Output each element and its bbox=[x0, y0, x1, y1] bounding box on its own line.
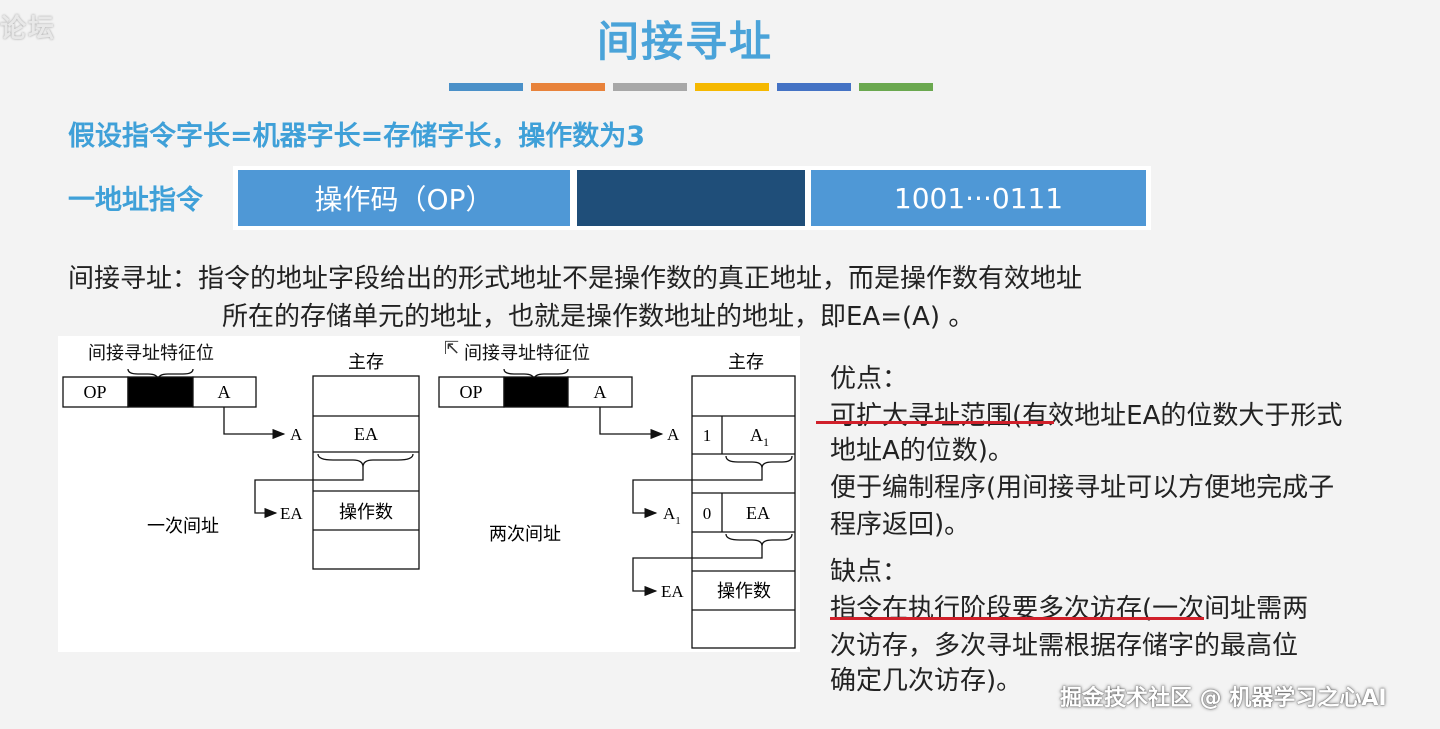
address-field: 1001···0111 bbox=[811, 170, 1146, 226]
indirect-bit-field bbox=[577, 170, 805, 226]
assumption-text: 假设指令字长=机器字长=存储字长，操作数为3 bbox=[68, 121, 646, 152]
arrow-a-to-memory bbox=[599, 407, 664, 440]
disadvantages-heading: 缺点： bbox=[830, 557, 909, 587]
op-box bbox=[62, 376, 129, 408]
a-label: A bbox=[594, 382, 607, 402]
memory-block bbox=[312, 375, 420, 570]
arrow-ea-to-operand bbox=[632, 546, 763, 597]
op-box bbox=[438, 376, 505, 408]
color-bar-4 bbox=[695, 83, 769, 91]
definition-line-1: 间接寻址：指令的地址字段给出的形式地址不是操作数的真正地址，而是操作数有效地址 bbox=[68, 264, 1083, 294]
cell-a1-sub: 1 bbox=[763, 435, 769, 449]
disadvantages-line-3: 确定几次访存)。 bbox=[830, 666, 1023, 696]
feature-bit-label: 间接寻址特征位 bbox=[88, 343, 214, 363]
cell-operand: 操作数 bbox=[339, 502, 393, 522]
arrow-a1-sub: 1 bbox=[675, 515, 681, 527]
arrow-a-to-memory bbox=[223, 407, 286, 440]
caption-single: 一次间址 bbox=[147, 516, 219, 536]
corner-watermark-text: 论坛 bbox=[0, 14, 57, 44]
page-title: 间接寻址 bbox=[596, 17, 773, 66]
arrow-ea-label: EA bbox=[280, 504, 303, 523]
memory-label: 主存 bbox=[348, 352, 384, 372]
bit-one: 1 bbox=[703, 426, 712, 445]
definition-line-2: 所在的存储单元的地址，也就是操作数地址的地址，即EA=(A) 。 bbox=[222, 302, 975, 332]
color-bar-5 bbox=[777, 83, 851, 91]
arrow-a1-label: A1 bbox=[663, 504, 681, 527]
advantages-underline bbox=[816, 421, 1054, 424]
advantages-line-1-rest: (有效地址EA的位数大于形式 bbox=[1012, 401, 1343, 431]
site-watermark: 掘金技术社区 @ 机器学习之心AI bbox=[1060, 686, 1387, 711]
color-bar-3 bbox=[613, 83, 687, 91]
instruction-format: 操作码（OP） 1001···0111 bbox=[233, 166, 1151, 230]
color-bar-6 bbox=[859, 83, 933, 91]
a-label: A bbox=[218, 382, 231, 402]
advantages-heading: 优点： bbox=[830, 364, 909, 394]
advantages-line-1: 可扩大寻址范围(有效地址EA的位数大于形式 bbox=[830, 395, 1342, 432]
caption-double: 两次间址 bbox=[489, 524, 561, 544]
advantages-line-2: 地址A的位数)。 bbox=[830, 436, 1014, 466]
indirect-bit-box bbox=[503, 376, 569, 408]
advantages-emphasis: 可扩大寻址范围 bbox=[830, 401, 1013, 431]
cursor-icon: ⇱ bbox=[444, 338, 459, 358]
feature-bit-label: 间接寻址特征位 bbox=[464, 343, 590, 363]
indirect-bit-box bbox=[127, 376, 194, 408]
arrow-a1-letter: A bbox=[663, 504, 676, 523]
arrow-ea-label: EA bbox=[661, 582, 684, 601]
cell-ea: EA bbox=[354, 424, 378, 444]
arrow-a-label: A bbox=[290, 425, 303, 444]
op-label: OP bbox=[459, 382, 482, 402]
memory-block bbox=[691, 375, 796, 649]
arrow-a-label: A bbox=[667, 425, 680, 444]
color-bar-2 bbox=[531, 83, 605, 91]
disadvantages-line-2: 次访存，多次寻址需根据存储字的最高位 bbox=[830, 631, 1299, 661]
advantages-line-4: 程序返回)。 bbox=[830, 510, 971, 540]
instruction-label: 一地址指令 bbox=[68, 185, 203, 216]
a-box bbox=[192, 376, 257, 408]
cell-ea: EA bbox=[746, 503, 770, 523]
arrow-a1-to-ea bbox=[632, 468, 763, 519]
cell-a1-letter: A bbox=[750, 425, 763, 445]
opcode-field: 操作码（OP） bbox=[238, 170, 570, 226]
cell-a1: A1 bbox=[750, 425, 769, 449]
color-bar-1 bbox=[449, 83, 523, 91]
advantages-line-3: 便于编制程序(用间接寻址可以方便地完成子 bbox=[830, 473, 1335, 503]
double-indirect-diagram: 间接寻址特征位 ⇱ OP A 主存 1 A1 0 EA 操作数 A bbox=[438, 338, 796, 649]
cell-operand: 操作数 bbox=[717, 581, 771, 601]
indirect-addressing-figure: 间接寻址特征位 OP A 主存 EA 操作数 A EA 一次间址 间接寻址特征位 bbox=[58, 336, 800, 652]
memory-label: 主存 bbox=[728, 352, 764, 372]
disadvantages-underline bbox=[830, 617, 1204, 620]
figure-diagram: 间接寻址特征位 OP A 主存 EA 操作数 A EA 一次间址 间接寻址特征位 bbox=[62, 338, 796, 649]
arrow-ea-to-operand bbox=[254, 467, 364, 519]
single-indirect-diagram: 间接寻址特征位 OP A 主存 EA 操作数 A EA 一次间址 bbox=[62, 343, 420, 570]
bit-zero: 0 bbox=[703, 504, 712, 523]
op-label: OP bbox=[83, 382, 106, 402]
